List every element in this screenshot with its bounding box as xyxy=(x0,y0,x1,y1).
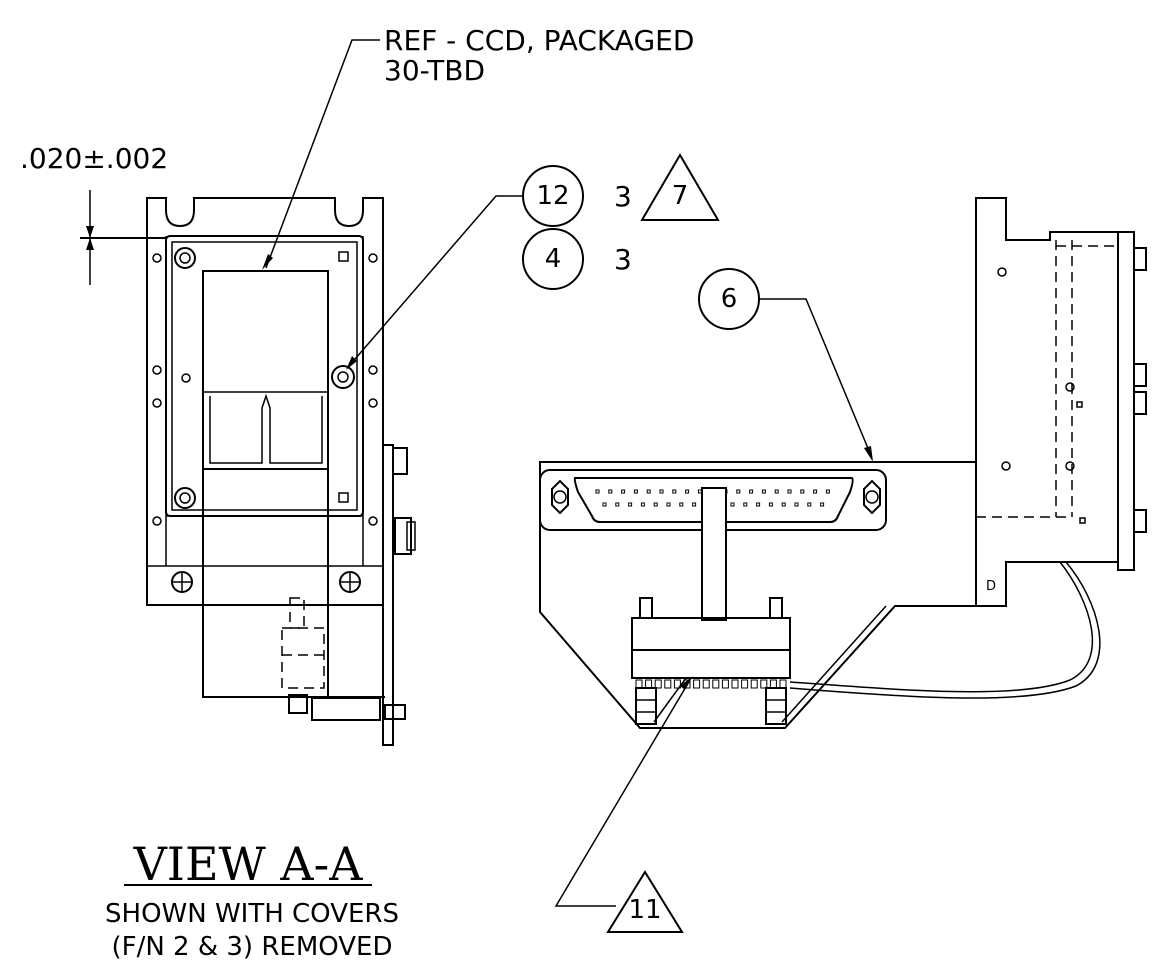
dsub-screw-icon xyxy=(863,479,881,515)
tolerance-dimension: .020±.002 xyxy=(20,142,168,175)
ref-note-line1: REF - CCD, PACKAGED xyxy=(384,24,694,57)
leader-lines xyxy=(262,39,887,907)
connector-pins xyxy=(635,679,787,689)
screw-icon xyxy=(331,365,355,389)
crosshair-hole-icon xyxy=(339,571,361,593)
view-subtitle-line1: SHOWN WITH COVERS xyxy=(105,899,399,929)
screw-icon xyxy=(174,487,196,509)
screw-icon xyxy=(174,247,196,269)
dsub-screw-icon xyxy=(551,479,569,515)
view-a-a-assembly xyxy=(80,190,416,746)
flag-note-11: 11 xyxy=(606,870,684,933)
ref-note-line2: 30-TBD xyxy=(384,54,485,87)
flag-number: 11 xyxy=(628,895,661,925)
crosshair-hole-icon xyxy=(171,571,193,593)
callout-4: 4 xyxy=(522,228,584,290)
callout-number: 4 xyxy=(545,244,562,274)
standoff-icon xyxy=(765,687,787,725)
callout-12: 12 xyxy=(522,165,584,227)
side-mark: D xyxy=(986,579,996,594)
callout-6: 6 xyxy=(698,268,760,330)
callout-quantity: 3 xyxy=(614,243,632,276)
standoff-icon xyxy=(635,687,657,725)
callout-number: 12 xyxy=(536,181,569,211)
view-subtitle-line2: (F/N 2 & 3) REMOVED xyxy=(111,932,392,962)
callout-quantity: 3 xyxy=(614,180,632,213)
callout-number: 6 xyxy=(721,284,738,314)
flag-note-7: 7 xyxy=(640,153,720,221)
view-title: VIEW A-A xyxy=(133,837,364,891)
flag-number: 7 xyxy=(672,181,689,211)
connector-bracket-assembly: D xyxy=(539,197,1147,729)
